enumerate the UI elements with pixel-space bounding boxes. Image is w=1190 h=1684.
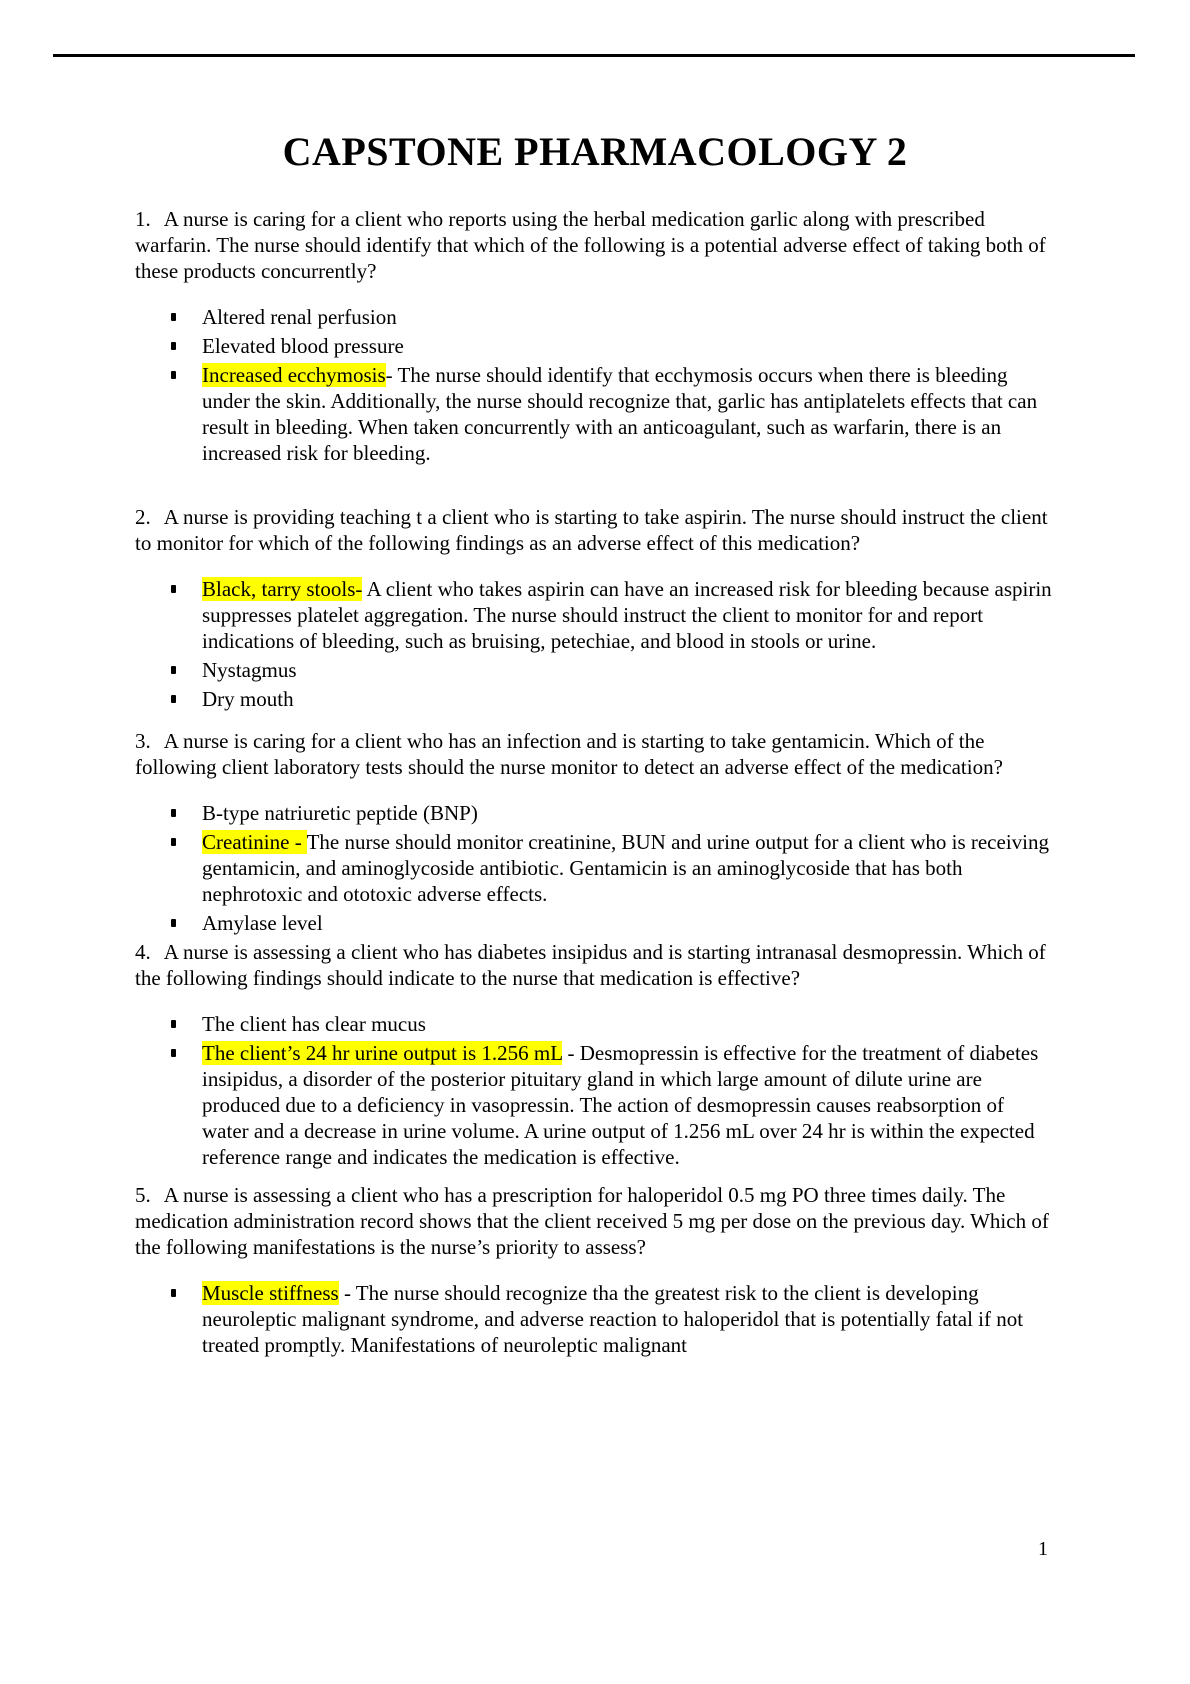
header-rule [53, 54, 1135, 57]
bullet-icon [171, 585, 176, 593]
answer-option: Black, tarry stools- A client who takes … [135, 576, 1055, 654]
option-text: The client has clear mucus [202, 1012, 426, 1036]
question-4-options: The client has clear mucus The client’s … [135, 1011, 1055, 1170]
question-3-text: 3.A nurse is caring for a client who has… [135, 728, 1055, 780]
highlighted-answer: Muscle stiffness [202, 1281, 339, 1305]
bullet-icon [171, 1020, 176, 1028]
option-text: Altered renal perfusion [202, 305, 397, 329]
question-2-body: A nurse is providing teaching t a client… [135, 505, 1048, 555]
question-4-body: A nurse is assessing a client who has di… [135, 940, 1046, 990]
page-title: CAPSTONE PHARMACOLOGY 2 [282, 129, 908, 174]
bullet-icon [171, 313, 176, 321]
bullet-icon [171, 342, 176, 350]
bullet-icon [171, 695, 176, 703]
question-1-number: 1. [135, 207, 151, 231]
option-text: - The nurse should identify that ecchymo… [202, 363, 1038, 465]
answer-option: B-type natriuretic peptide (BNP) [135, 800, 1055, 826]
highlighted-answer: Creatinine - [202, 830, 307, 854]
bullet-icon [171, 838, 176, 846]
bullet-icon [171, 919, 176, 927]
question-3-number: 3. [135, 729, 151, 753]
question-5-text: 5.A nurse is assessing a client who has … [135, 1182, 1055, 1260]
answer-option: Nystagmus [135, 657, 1055, 683]
answer-option: Creatinine - The nurse should monitor cr… [135, 829, 1055, 907]
answer-option: Altered renal perfusion [135, 304, 1055, 330]
question-3-body: A nurse is caring for a client who has a… [135, 729, 1003, 779]
bullet-icon [171, 1049, 176, 1057]
question-2-number: 2. [135, 505, 151, 529]
document-content: CAPSTONE PHARMACOLOGY 2 1.A nurse is car… [135, 0, 1055, 1361]
option-text: Amylase level [202, 911, 323, 935]
highlighted-answer: Black, tarry stools- [202, 577, 363, 601]
highlighted-answer: Increased ecchymosis [202, 363, 386, 387]
question-4: 4.A nurse is assessing a client who has … [135, 939, 1055, 1170]
option-text: The nurse should monitor creatinine, BUN… [202, 830, 1049, 906]
question-5-number: 5. [135, 1183, 151, 1207]
answer-option: Dry mouth [135, 686, 1055, 712]
option-text: - The nurse should recognize tha the gre… [202, 1281, 1024, 1357]
answer-option: Elevated blood pressure [135, 333, 1055, 359]
option-text: A client who takes aspirin can have an i… [202, 577, 1052, 653]
question-2: 2.A nurse is providing teaching t a clie… [135, 504, 1055, 712]
option-text: Nystagmus [202, 658, 297, 682]
highlighted-answer: The client’s 24 hr urine output is 1.256… [202, 1041, 563, 1065]
question-3-options: B-type natriuretic peptide (BNP) Creatin… [135, 800, 1055, 936]
question-2-text: 2.A nurse is providing teaching t a clie… [135, 504, 1055, 556]
question-5-body: A nurse is assessing a client who has a … [135, 1183, 1049, 1259]
question-1-text: 1.A nurse is caring for a client who rep… [135, 206, 1055, 284]
question-1-body: A nurse is caring for a client who repor… [135, 207, 1046, 283]
question-3: 3.A nurse is caring for a client who has… [135, 728, 1055, 936]
question-4-text: 4.A nurse is assessing a client who has … [135, 939, 1055, 991]
bullet-icon [171, 666, 176, 674]
option-text: Dry mouth [202, 687, 294, 711]
option-text: - Desmopressin is effective for the trea… [202, 1041, 1039, 1169]
question-5-options: Muscle stiffness - The nurse should reco… [135, 1280, 1055, 1358]
option-text: Elevated blood pressure [202, 334, 404, 358]
question-1: 1.A nurse is caring for a client who rep… [135, 206, 1055, 466]
answer-option: Muscle stiffness - The nurse should reco… [135, 1280, 1055, 1358]
question-1-options: Altered renal perfusion Elevated blood p… [135, 304, 1055, 466]
bullet-icon [171, 809, 176, 817]
answer-option: Increased ecchymosis- The nurse should i… [135, 362, 1055, 466]
answer-option: The client’s 24 hr urine output is 1.256… [135, 1040, 1055, 1170]
question-2-options: Black, tarry stools- A client who takes … [135, 576, 1055, 712]
bullet-icon [171, 1289, 176, 1297]
answer-option: The client has clear mucus [135, 1011, 1055, 1037]
answer-option: Amylase level [135, 910, 1055, 936]
question-4-number: 4. [135, 940, 151, 964]
page-number: 1 [1038, 1538, 1048, 1560]
bullet-icon [171, 371, 176, 379]
option-text: B-type natriuretic peptide (BNP) [202, 801, 478, 825]
question-5: 5.A nurse is assessing a client who has … [135, 1182, 1055, 1358]
